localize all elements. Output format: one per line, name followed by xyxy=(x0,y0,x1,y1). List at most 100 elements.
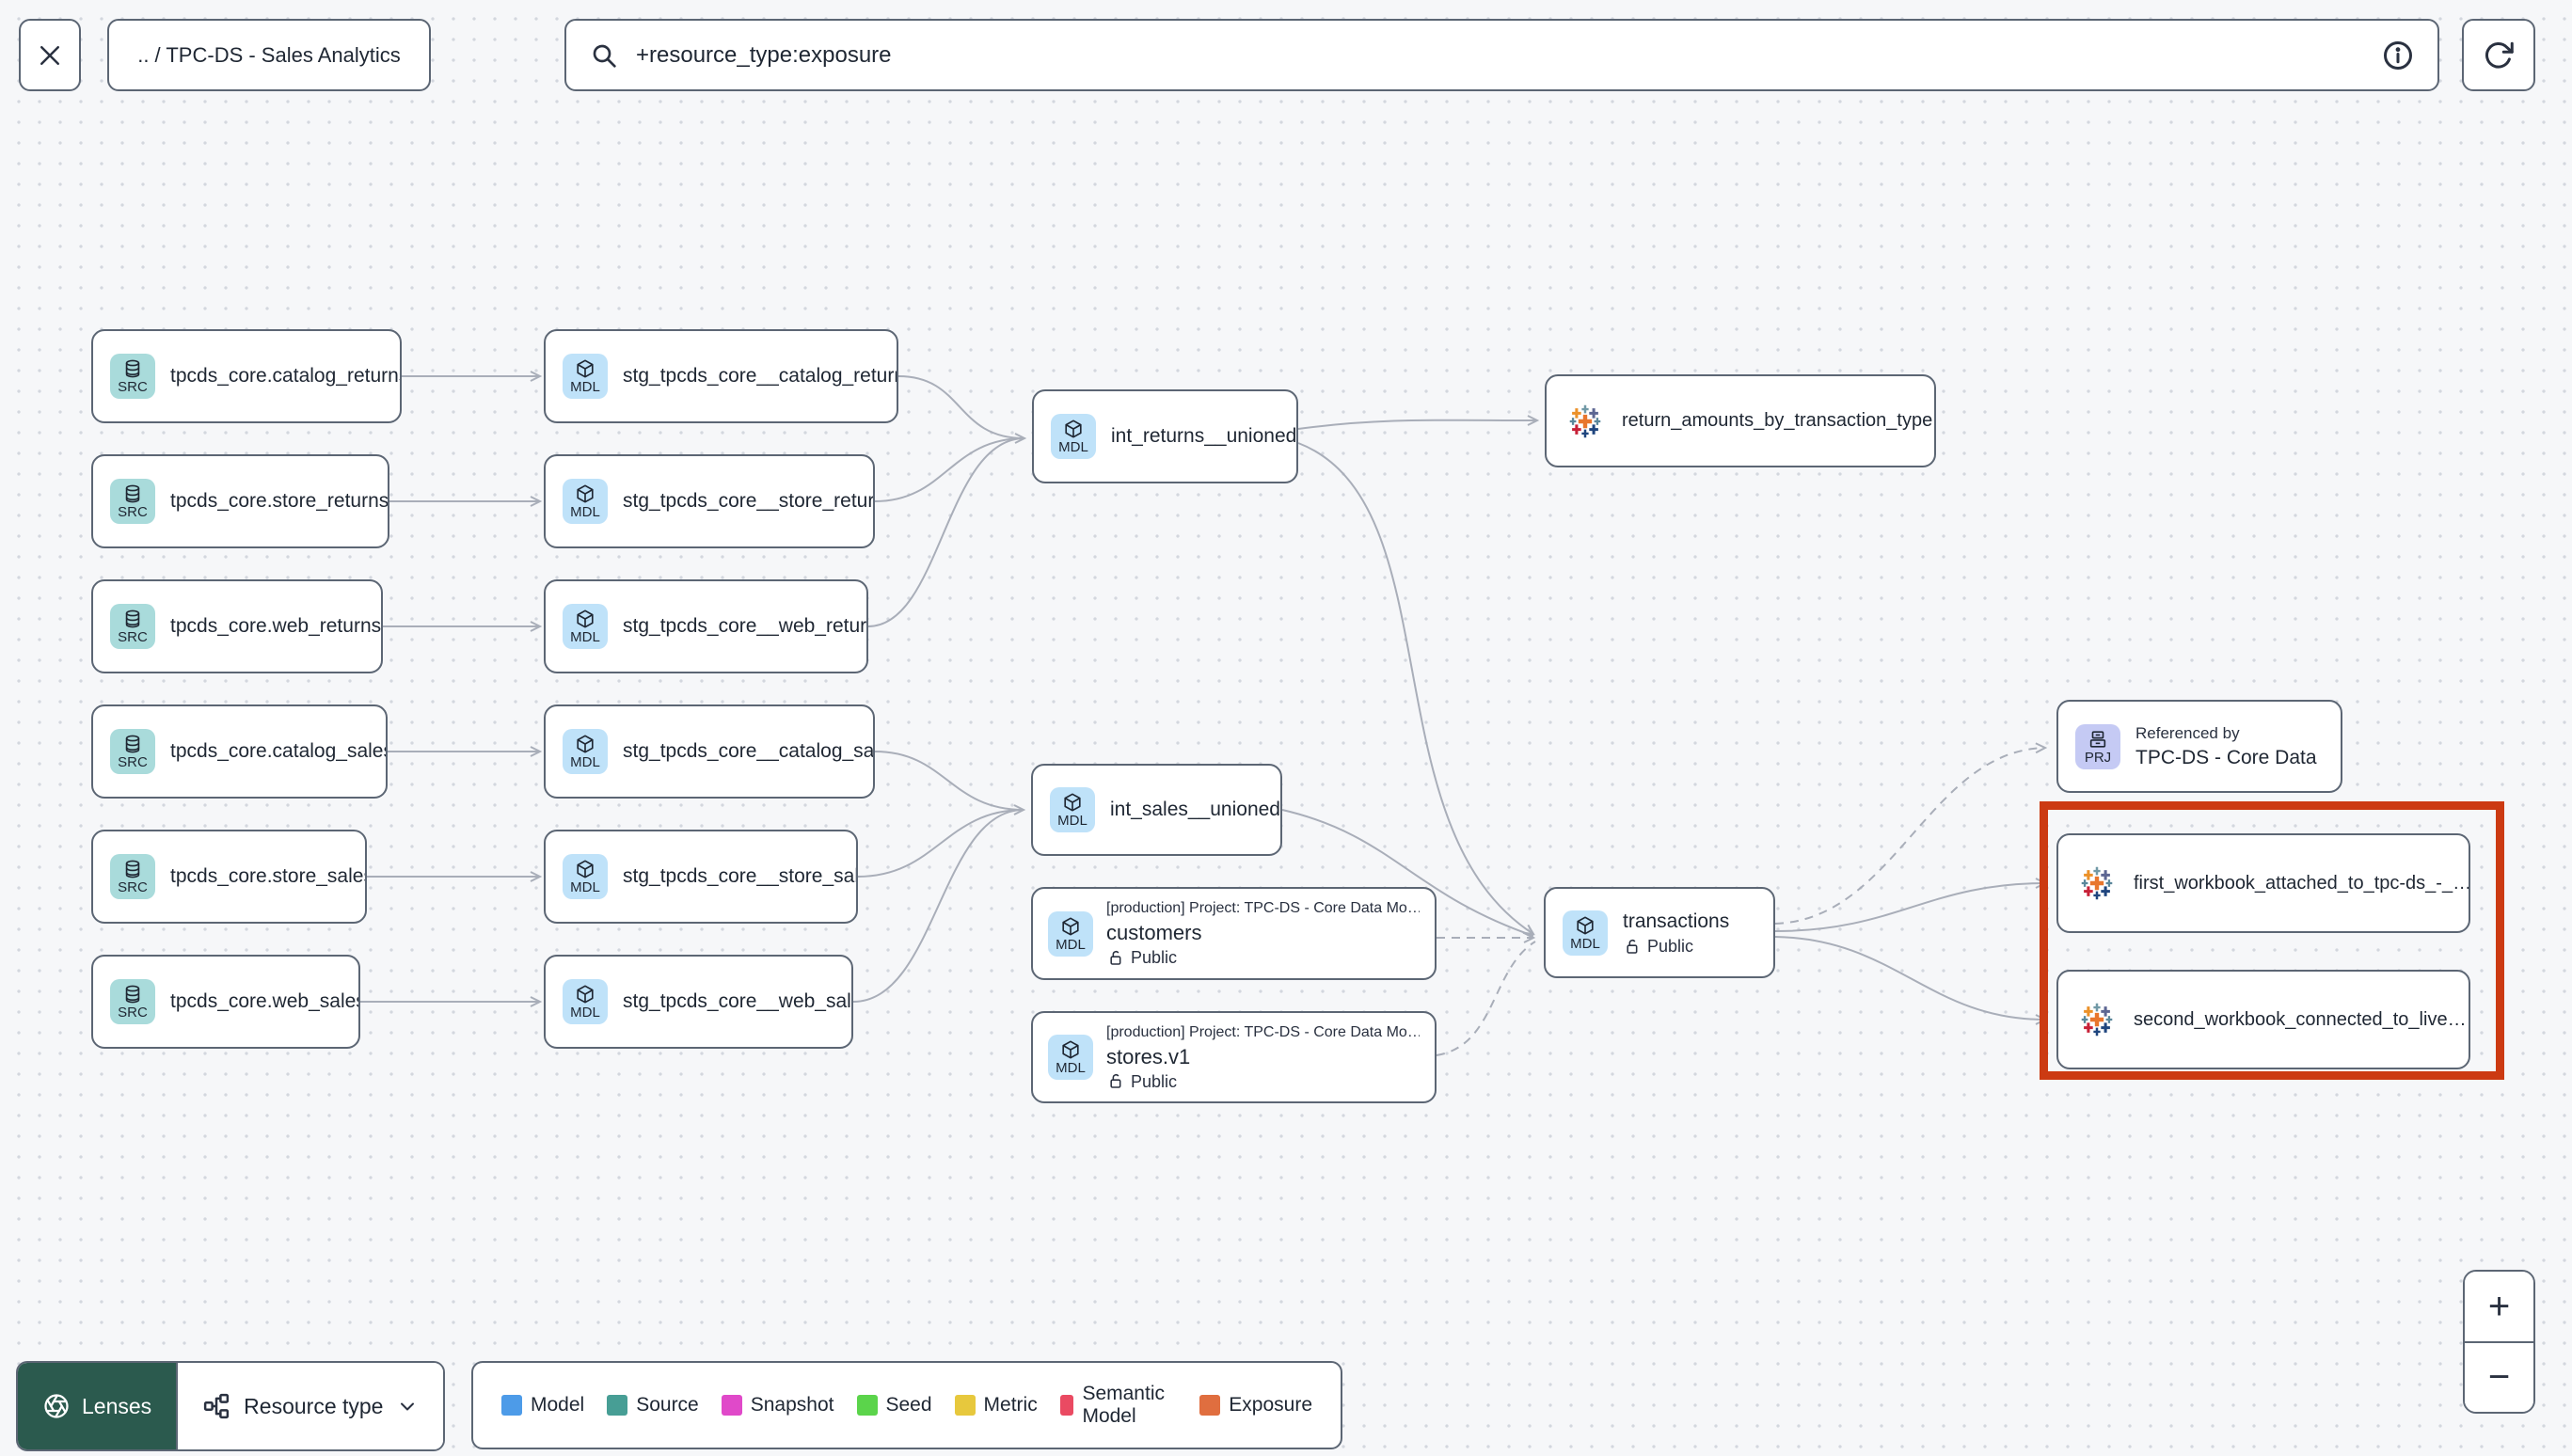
refresh-icon xyxy=(2482,39,2516,72)
access-label: Public xyxy=(1131,1071,1178,1091)
node-exposure[interactable]: return_amounts_by_transaction_type xyxy=(1545,374,1936,467)
model-badge: MDL xyxy=(1563,910,1608,956)
badge-label: MDL xyxy=(570,379,600,395)
model-badge: MDL xyxy=(563,729,608,774)
zoom-out-button[interactable]: − xyxy=(2465,1340,2533,1412)
node-label: stg_tpcds_core__web_sales xyxy=(623,990,853,1012)
legend-swatch xyxy=(1059,1395,1074,1416)
search-input[interactable] xyxy=(634,40,2366,70)
node-label: stg_tpcds_core__store_sales xyxy=(623,865,858,887)
badge-label: MDL xyxy=(570,504,600,520)
model-badge: MDL xyxy=(563,479,608,524)
badge-label: MDL xyxy=(570,629,600,645)
node-label: stores.v1 xyxy=(1106,1044,1191,1068)
database-icon xyxy=(122,483,143,504)
search-icon xyxy=(589,40,619,71)
resource-type-dropdown[interactable]: Resource type xyxy=(176,1363,444,1449)
info-icon[interactable] xyxy=(2381,39,2415,72)
legend-item: Semantic Model xyxy=(1059,1383,1178,1428)
lock-open-icon xyxy=(1623,938,1641,956)
node-label: tpcds_core.store_returns xyxy=(170,490,389,512)
search-bar[interactable] xyxy=(564,19,2439,91)
node-model[interactable]: MDL stg_tpcds_core__catalog_returns xyxy=(544,329,898,423)
legend-swatch xyxy=(607,1395,628,1416)
legend-item: Snapshot xyxy=(721,1394,834,1416)
legend-label: Metric xyxy=(983,1394,1038,1416)
close-button[interactable] xyxy=(19,19,81,91)
source-badge: SRC xyxy=(110,729,155,774)
node-source[interactable]: SRC tpcds_core.store_sales xyxy=(91,830,367,924)
node-source[interactable]: SRC tpcds_core.catalog_sales xyxy=(91,704,388,799)
node-label: tpcds_core.web_returns xyxy=(170,615,382,637)
node-model-stores[interactable]: MDL [production] Project: TPC-DS - Core … xyxy=(1031,1011,1437,1103)
database-icon xyxy=(122,609,143,629)
node-label: tpcds_core.catalog_returns xyxy=(170,365,402,387)
cube-icon xyxy=(575,358,595,379)
cube-icon xyxy=(575,984,595,1005)
node-source[interactable]: SRC tpcds_core.web_sales xyxy=(91,955,360,1049)
database-icon xyxy=(122,358,143,379)
legend-label: Seed xyxy=(885,1394,932,1416)
model-badge: MDL xyxy=(1051,414,1096,459)
node-model[interactable]: MDL stg_tpcds_core__web_sales xyxy=(544,955,853,1049)
legend-swatch xyxy=(954,1395,976,1416)
model-badge: MDL xyxy=(563,604,608,649)
tableau-icon xyxy=(2075,862,2119,905)
breadcrumb[interactable]: .. / TPC-DS - Sales Analytics xyxy=(107,19,431,91)
source-badge: SRC xyxy=(110,604,155,649)
tableau-icon xyxy=(1564,400,1607,443)
node-label: tpcds_core.store_sales xyxy=(170,865,367,887)
badge-label: SRC xyxy=(118,379,148,395)
node-model[interactable]: MDL stg_tpcds_core__store_sales xyxy=(544,830,858,924)
node-label: int_sales__unioned xyxy=(1110,799,1280,820)
node-model-int-sales[interactable]: MDL int_sales__unioned xyxy=(1031,764,1282,856)
plus-icon: + xyxy=(2487,1285,2511,1327)
project-badge: PRJ xyxy=(2075,723,2120,769)
node-source[interactable]: SRC tpcds_core.store_returns xyxy=(91,454,389,548)
legend-item: Exposure xyxy=(1199,1394,1312,1416)
node-label: tpcds_core.web_sales xyxy=(170,990,360,1012)
legend-label: Snapshot xyxy=(750,1394,834,1416)
node-source[interactable]: SRC tpcds_core.web_returns xyxy=(91,579,383,673)
legend-item: Model xyxy=(501,1394,584,1416)
legend-label: Source xyxy=(636,1394,699,1416)
legend-swatch xyxy=(1199,1395,1221,1416)
source-badge: SRC xyxy=(110,354,155,399)
cube-icon xyxy=(575,734,595,754)
source-badge: SRC xyxy=(110,979,155,1024)
node-label: first_workbook_attached_to_tpc-ds_-_… xyxy=(2134,872,2470,894)
node-exposure-workbook-second[interactable]: second_workbook_connected_to_live… xyxy=(2056,970,2470,1069)
lenses-button[interactable]: Lenses xyxy=(18,1363,177,1449)
cube-icon xyxy=(1062,792,1083,813)
resource-type-icon xyxy=(202,1392,230,1420)
badge-label: SRC xyxy=(118,504,148,520)
node-label: customers xyxy=(1106,921,1202,944)
badge-label: SRC xyxy=(118,879,148,895)
legend-swatch xyxy=(501,1395,522,1416)
node-project-label: [production] Project: TPC-DS - Core Data… xyxy=(1106,900,1420,916)
lenses-label: Lenses xyxy=(82,1393,152,1418)
node-source[interactable]: SRC tpcds_core.catalog_returns xyxy=(91,329,402,423)
minus-icon: − xyxy=(2487,1356,2511,1399)
cube-icon xyxy=(575,859,595,879)
node-label: stg_tpcds_core__web_returns xyxy=(623,615,868,637)
badge-label: MDL xyxy=(1057,813,1088,829)
node-model[interactable]: MDL stg_tpcds_core__catalog_sales xyxy=(544,704,875,799)
node-model-transactions[interactable]: MDL transactions Public xyxy=(1544,887,1775,978)
refresh-button[interactable] xyxy=(2462,19,2535,91)
model-badge: MDL xyxy=(563,854,608,899)
node-model[interactable]: MDL stg_tpcds_core__store_returns xyxy=(544,454,875,548)
node-model-int-returns[interactable]: MDL int_returns__unioned xyxy=(1032,389,1298,483)
badge-label: MDL xyxy=(570,754,600,770)
zoom-in-button[interactable]: + xyxy=(2465,1272,2533,1341)
node-model[interactable]: MDL stg_tpcds_core__web_returns xyxy=(544,579,868,673)
database-icon xyxy=(122,859,143,879)
badge-label: MDL xyxy=(570,1005,600,1021)
node-referenced-by-project[interactable]: PRJ Referenced by TPC-DS - Core Data Mod… xyxy=(2056,700,2342,793)
zoom-controls: + − xyxy=(2463,1270,2535,1414)
resource-type-label: Resource type xyxy=(244,1393,384,1418)
badge-label: SRC xyxy=(118,754,148,770)
node-model-customers[interactable]: MDL [production] Project: TPC-DS - Core … xyxy=(1031,887,1437,980)
node-exposure-workbook-first[interactable]: first_workbook_attached_to_tpc-ds_-_… xyxy=(2056,833,2470,933)
